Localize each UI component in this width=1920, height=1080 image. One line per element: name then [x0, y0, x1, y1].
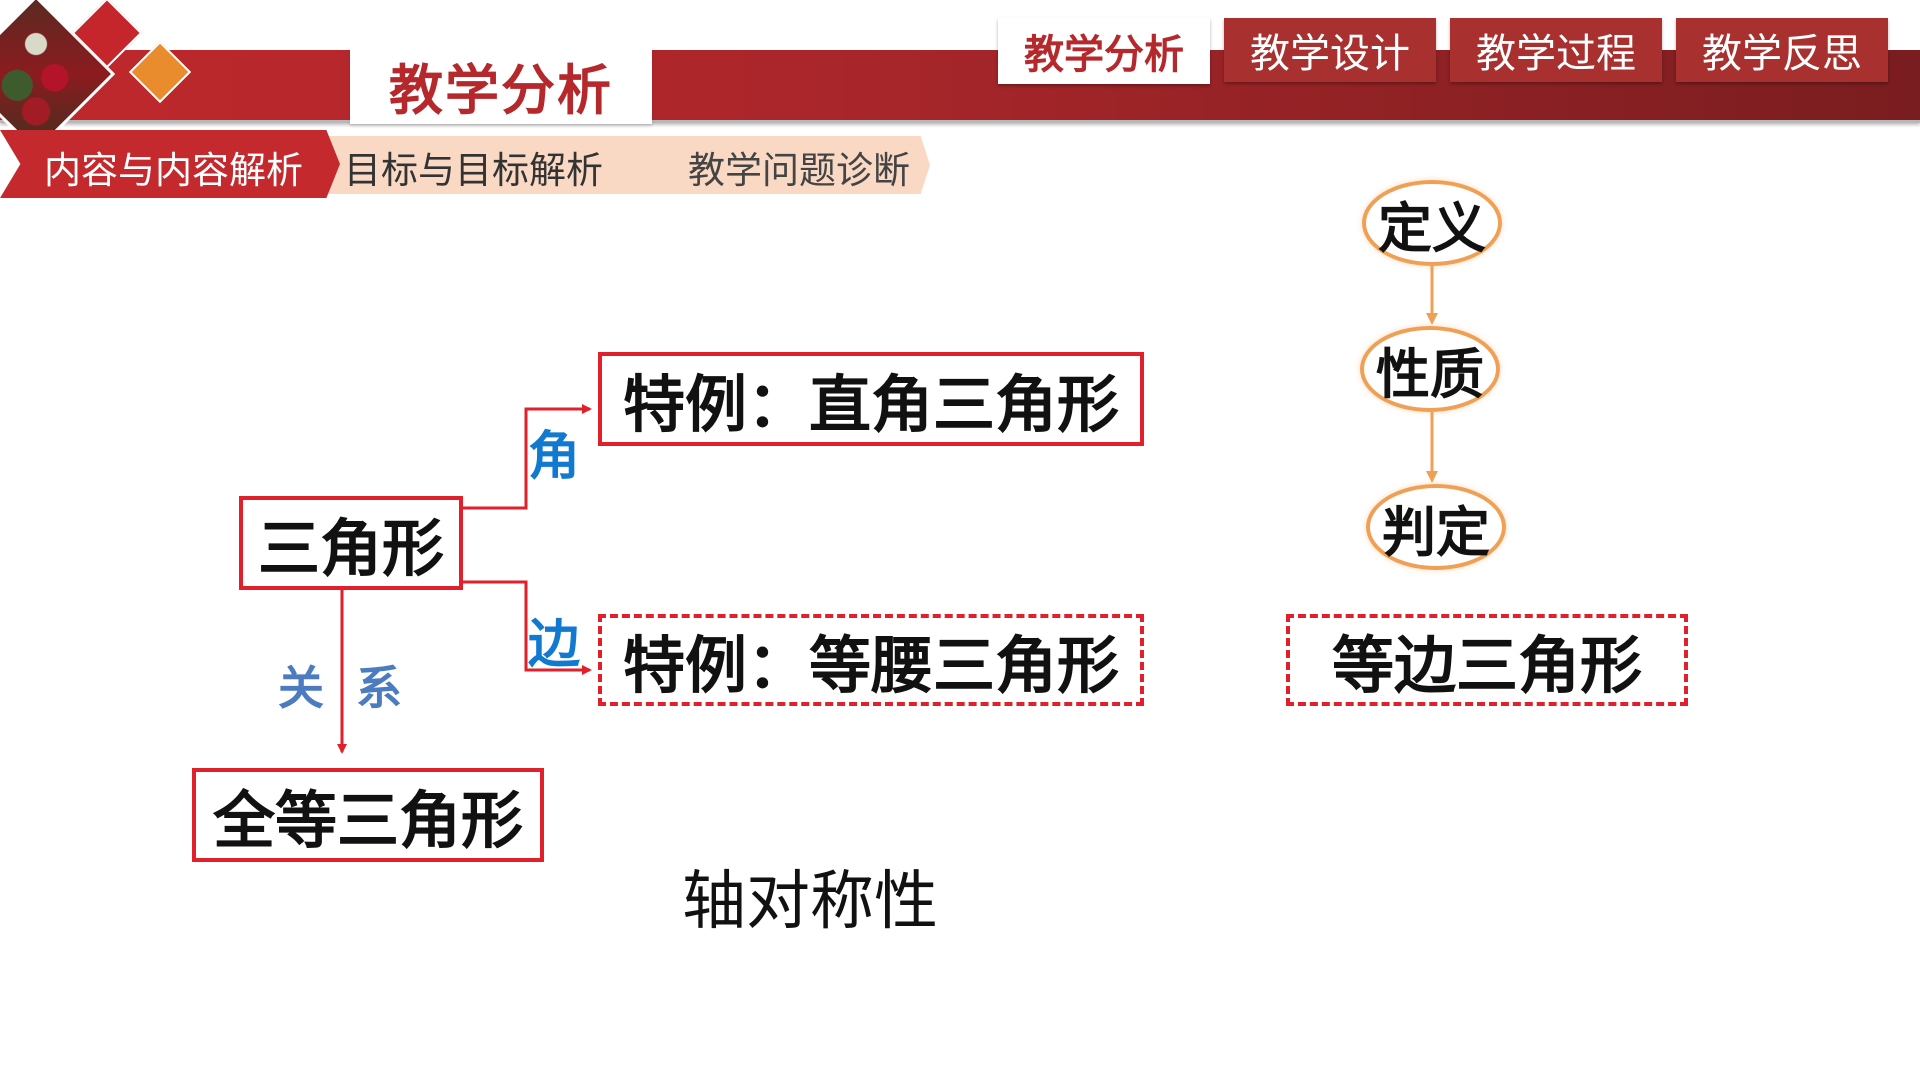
axis-symmetry-text: 轴对称性	[682, 865, 938, 939]
edge-label-relation-1: 关	[278, 661, 324, 715]
node-triangle: 三角形	[239, 496, 463, 590]
node-right-triangle: 特例：直角三角形	[598, 352, 1144, 446]
connector-to-isosceles	[463, 580, 592, 675]
flow-node-property: 性质	[1360, 326, 1500, 412]
nav-tab-design[interactable]: 教学设计	[1224, 18, 1436, 82]
edge-label-angle: 角	[528, 427, 581, 487]
edge-label-relation-2: 系	[356, 661, 402, 715]
node-equilateral-triangle: 等边三角形	[1286, 614, 1688, 706]
flow-node-criterion: 判定	[1366, 484, 1506, 570]
page-title: 教学分析	[350, 46, 652, 124]
subtab-diagnosis[interactable]: 教学问题诊断	[688, 149, 910, 192]
edge-label-side: 边	[528, 615, 581, 675]
subtab-goals-bg	[320, 136, 640, 194]
connector-to-right-triangle	[463, 404, 592, 510]
node-congruent-triangle: 全等三角形	[192, 768, 544, 862]
subtab-content[interactable]: 内容与内容解析	[44, 149, 303, 192]
flow-node-definition: 定义	[1362, 180, 1502, 266]
nav-tab-process[interactable]: 教学过程	[1450, 18, 1662, 82]
subtab-content-bg	[0, 130, 340, 198]
nav-tab-reflection[interactable]: 教学反思	[1676, 18, 1888, 82]
header-divider	[0, 120, 1920, 123]
nav-tab-analysis[interactable]: 教学分析	[998, 18, 1210, 84]
subtab-goals[interactable]: 目标与目标解析	[344, 149, 603, 192]
node-isosceles-triangle: 特例：等腰三角形	[598, 614, 1144, 706]
subtab-diagnosis-bg	[620, 136, 930, 194]
